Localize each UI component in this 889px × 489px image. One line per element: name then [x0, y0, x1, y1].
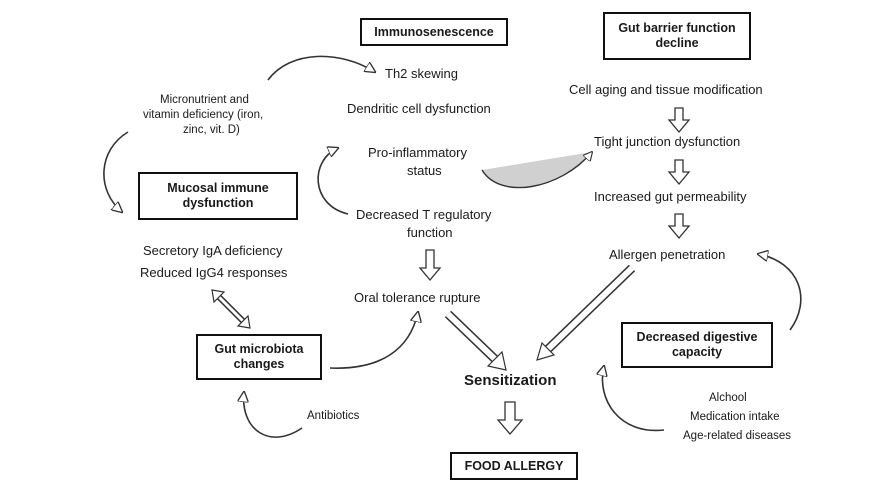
digestive-capacity-box: Decreased digestive capacity: [621, 322, 773, 368]
curve-arrow-proinflammatory-tightjunction: [481, 152, 592, 189]
block-arrow-sensitization-foodallergy: [496, 401, 524, 435]
gut-microbiota-box: Gut microbiota changes: [196, 334, 322, 380]
dendritic-label: Dendritic cell dysfunction: [347, 101, 491, 116]
block-arrow-treg-oraltolerance: [418, 249, 442, 282]
block-arrow-oraltolerance-sensitization: [444, 310, 507, 371]
antibiotics-label: Antibiotics: [307, 410, 360, 422]
permeability-label: Increased gut permeability: [594, 189, 747, 204]
medication-label: Medication intake: [690, 411, 780, 423]
curve-arrow-microbiota-oraltolerance: [329, 312, 418, 369]
curve-arrow-antibiotics-microbiota: [244, 392, 303, 438]
allergen-penetration-label: Allergen penetration: [609, 247, 726, 262]
block-arrow-permeability-allergen: [667, 213, 691, 240]
micronutrient-label-3: zinc, vit. D): [183, 124, 240, 136]
treg-label-2: function: [407, 225, 453, 240]
alcohol-label: Alchool: [709, 392, 747, 404]
proinflammatory-label-1: Pro-inflammatory: [368, 145, 467, 160]
age-related-label: Age-related diseases: [683, 430, 792, 442]
igg4-label: Reduced IgG4 responses: [140, 265, 288, 280]
cell-aging-label: Cell aging and tissue modification: [569, 82, 763, 97]
proinflammatory-label-2: status: [407, 163, 442, 178]
double-arrow-mucosal-microbiota: [211, 289, 251, 329]
micronutrient-label-1: Micronutrient and: [160, 94, 249, 106]
th2-skewing-label: Th2 skewing: [385, 66, 458, 81]
oral-tolerance-label: Oral tolerance rupture: [354, 290, 481, 305]
curve-arrow-digestive-allergen: [758, 254, 802, 331]
curve-arrow-micronutrient-mucosal: [103, 131, 129, 212]
block-arrow-allergen-sensitization: [536, 264, 636, 361]
curve-arrow-treg-proinflammatory: [317, 148, 349, 215]
block-arrow-cellaging-tightjunction: [667, 107, 691, 134]
block-arrow-tightjunction-permeability: [667, 159, 691, 186]
curve-arrow-causes-digestive: [602, 366, 665, 432]
immunosenescence-box: Immunosenescence: [360, 18, 508, 46]
food-allergy-box: FOOD ALLERGY: [450, 452, 578, 480]
tight-junction-label: Tight junction dysfunction: [594, 134, 741, 149]
treg-label-1: Decreased T regulatory: [356, 207, 492, 222]
curve-arrow-micronutrient-th2: [267, 55, 375, 81]
iga-label: Secretory IgA deficiency: [143, 243, 283, 258]
micronutrient-label-2: vitamin deficiency (iron,: [143, 109, 264, 121]
sensitization-label: Sensitization: [464, 372, 557, 389]
mucosal-immune-box: Mucosal immune dysfunction: [138, 172, 298, 220]
gut-barrier-box: Gut barrier function decline: [603, 12, 751, 60]
